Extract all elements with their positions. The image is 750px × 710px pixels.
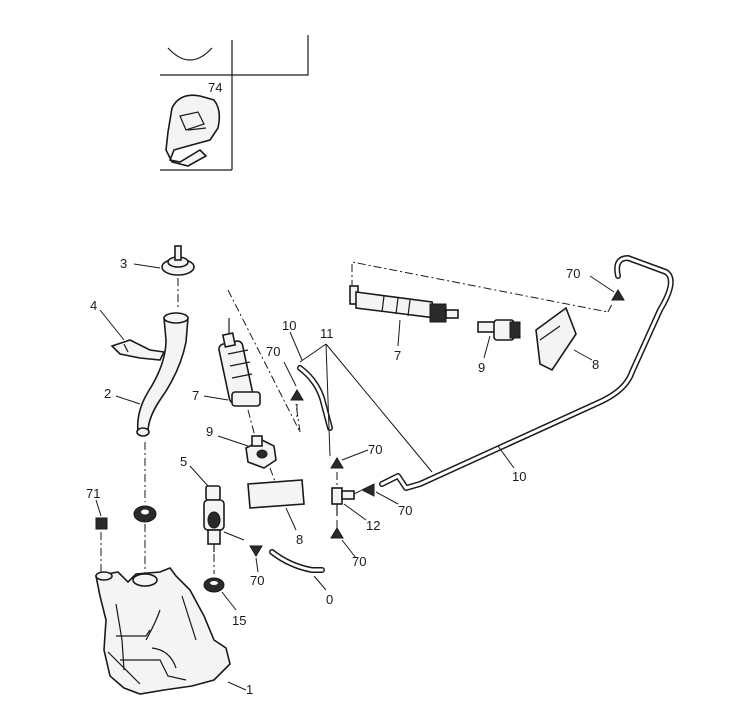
callout-9a: 9 bbox=[206, 424, 213, 439]
pump-grommet-part bbox=[203, 577, 225, 593]
leader-70f bbox=[589, 275, 615, 293]
callout-11: 11 bbox=[320, 326, 334, 341]
leader-9b bbox=[483, 335, 491, 359]
jet-nozzle-right-part bbox=[477, 319, 521, 341]
callout-70c: 70 bbox=[368, 442, 382, 457]
leader-5 bbox=[189, 465, 209, 487]
headlamp-jet-left-part bbox=[218, 318, 261, 407]
jet-nozzle-left-part bbox=[245, 435, 277, 469]
inset-clip-part bbox=[165, 94, 221, 167]
callout-5: 5 bbox=[180, 454, 187, 469]
level-sensor-part bbox=[95, 517, 108, 530]
leader-2 bbox=[115, 395, 141, 405]
callout-3: 3 bbox=[120, 256, 127, 271]
gasket-plate-right-part bbox=[535, 306, 577, 372]
callout-9b: 9 bbox=[478, 360, 485, 375]
torque-mark-70e bbox=[330, 527, 344, 539]
leader-11b bbox=[325, 343, 331, 457]
t-connector-part bbox=[331, 487, 355, 516]
hose-lower-part bbox=[269, 549, 325, 573]
callout-15: 15 bbox=[232, 613, 246, 628]
leader-0 bbox=[313, 575, 327, 591]
callout-70e: 70 bbox=[352, 554, 366, 569]
leader-70e bbox=[341, 539, 357, 559]
washer-pump-part bbox=[203, 485, 245, 552]
callout-10a: 10 bbox=[282, 318, 296, 333]
filler-cap-part bbox=[161, 245, 195, 276]
leader-70d bbox=[375, 491, 399, 505]
bracket-clip-part bbox=[110, 339, 166, 361]
leader-11c bbox=[325, 343, 433, 473]
washer-reservoir-part bbox=[95, 567, 231, 695]
callout-7a: 7 bbox=[192, 388, 199, 403]
leader-7a bbox=[203, 395, 229, 401]
gasket-plate-left-part bbox=[247, 479, 305, 509]
hose-long-part bbox=[379, 255, 674, 491]
torque-mark-70a bbox=[249, 545, 263, 557]
callout-8a: 8 bbox=[296, 532, 303, 547]
torque-mark-70d bbox=[360, 483, 375, 497]
leader-12 bbox=[343, 503, 367, 521]
leader-70c bbox=[341, 449, 369, 461]
callout-1: 1 bbox=[246, 682, 253, 697]
headlamp-jet-right-part bbox=[349, 285, 459, 323]
leader-70b bbox=[283, 361, 297, 387]
callout-4: 4 bbox=[90, 298, 97, 313]
torque-mark-70b bbox=[290, 389, 304, 401]
callout-12: 12 bbox=[366, 518, 380, 533]
leader-10a bbox=[289, 331, 303, 361]
callout-71: 71 bbox=[86, 486, 100, 501]
leader-7b bbox=[397, 319, 401, 347]
leader-10b bbox=[497, 445, 515, 469]
leader-9a bbox=[217, 435, 249, 447]
callout-70a: 70 bbox=[250, 573, 264, 588]
leader-15 bbox=[221, 591, 237, 611]
leader-70a bbox=[255, 557, 259, 573]
filler-neck-part bbox=[136, 312, 189, 437]
leader-3 bbox=[133, 263, 161, 269]
leader-1 bbox=[227, 681, 247, 691]
callout-10b: 10 bbox=[512, 469, 526, 484]
callout-70d: 70 bbox=[398, 503, 412, 518]
inset-detail: 74 bbox=[160, 35, 309, 171]
leader-11a bbox=[299, 343, 327, 363]
torque-mark-70c bbox=[330, 457, 344, 469]
callout-8b: 8 bbox=[592, 357, 599, 372]
callout-70f: 70 bbox=[566, 266, 580, 281]
callout-70b: 70 bbox=[266, 344, 280, 359]
callout-0: 0 bbox=[326, 592, 333, 607]
leader-8b bbox=[573, 349, 593, 361]
leader-8a bbox=[285, 507, 297, 531]
leader-71 bbox=[95, 499, 102, 517]
grommet-part bbox=[133, 505, 157, 523]
hose-left-part bbox=[297, 365, 333, 431]
callout-2: 2 bbox=[104, 386, 111, 401]
callout-74: 74 bbox=[208, 80, 222, 95]
torque-mark-70f bbox=[611, 289, 625, 301]
leader-4 bbox=[99, 309, 125, 341]
callout-7b: 7 bbox=[394, 348, 401, 363]
